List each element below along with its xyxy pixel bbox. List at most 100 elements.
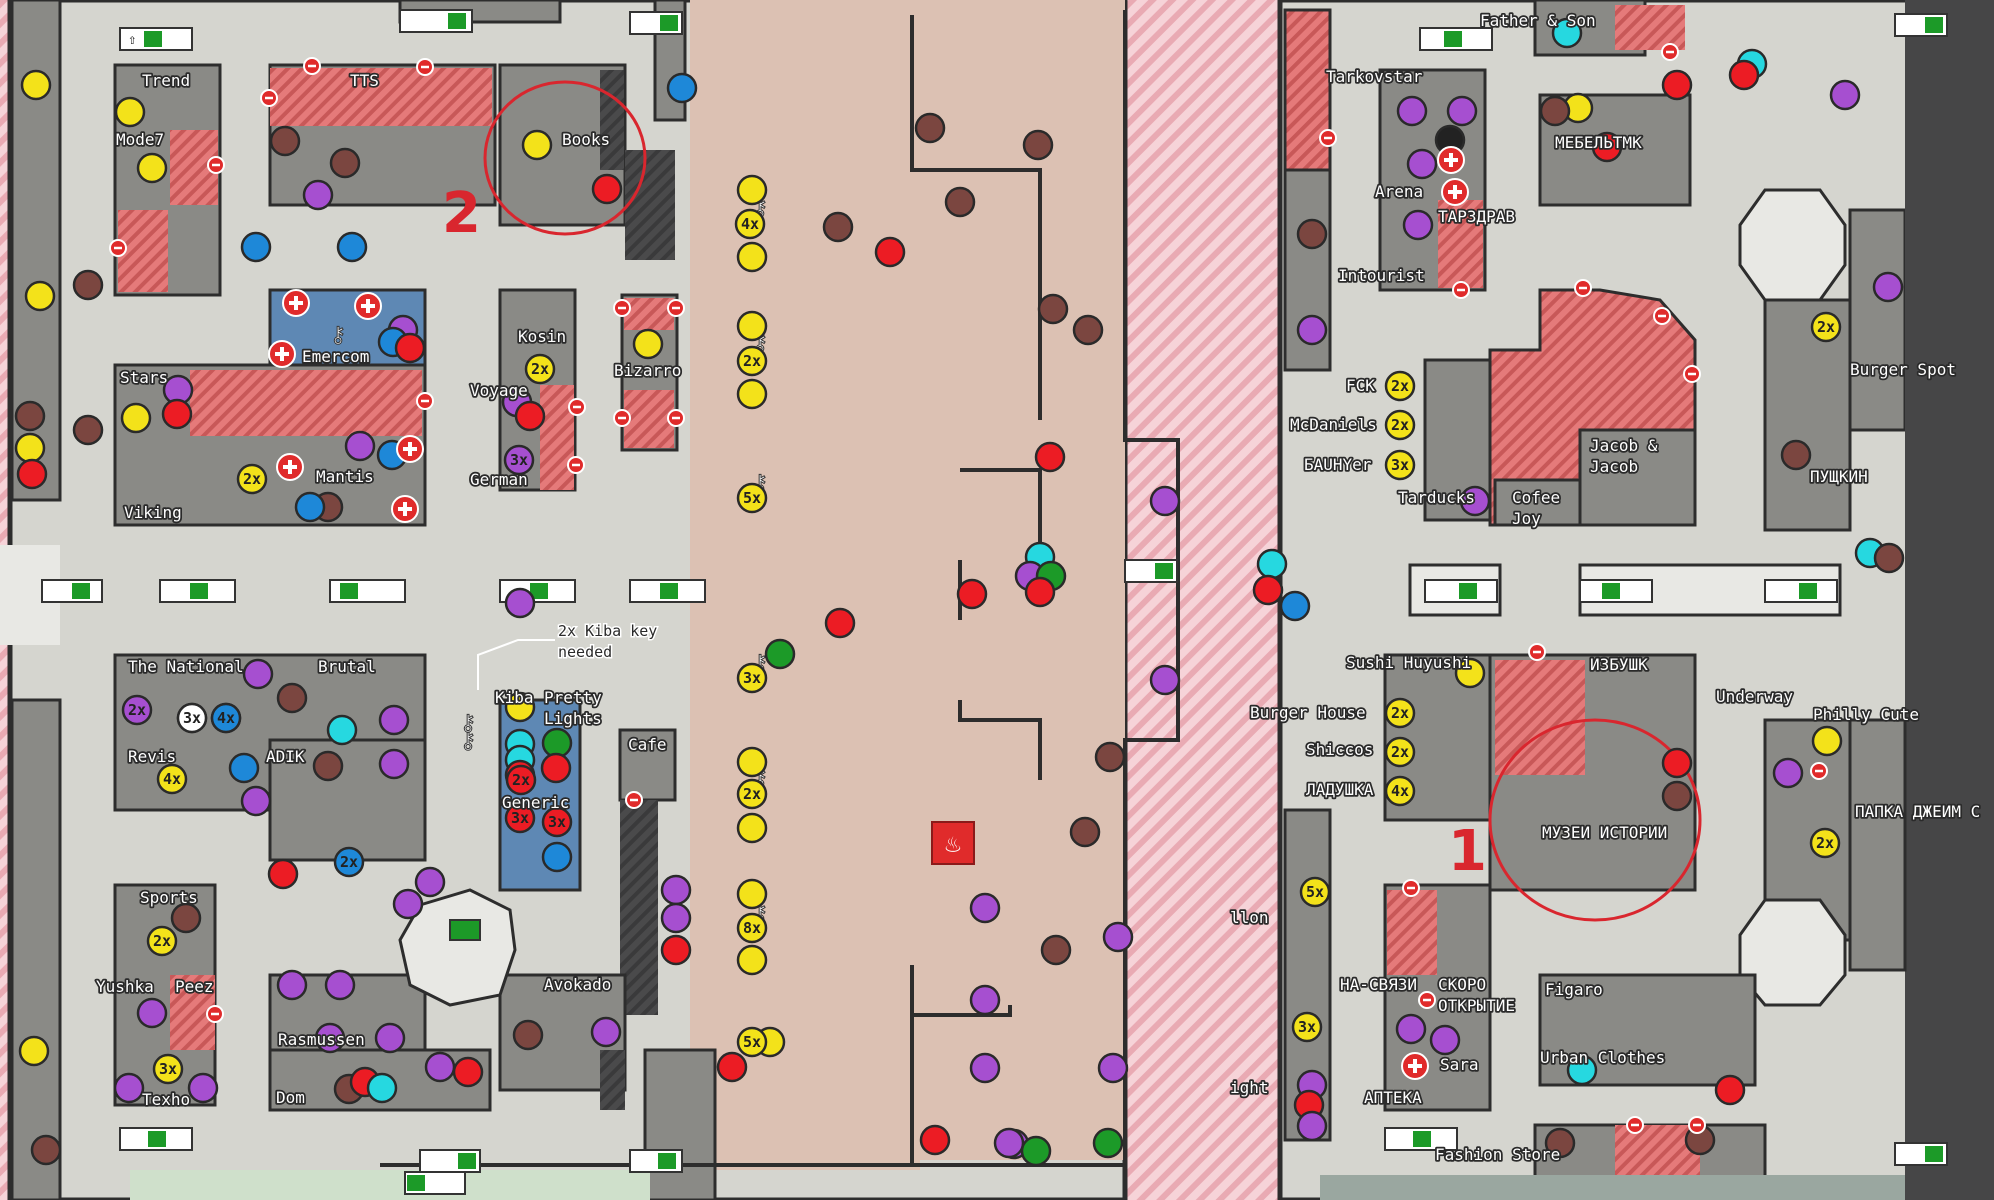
loot-marker-brown[interactable] [1780,439,1812,471]
loot-marker-purple[interactable] [392,888,424,920]
loot-marker-purple[interactable] [1149,664,1181,696]
loot-marker-yellow[interactable] [1454,657,1486,689]
loot-marker-blue[interactable] [240,231,272,263]
loot-marker-purple[interactable] [424,1051,456,1083]
loot-marker-red[interactable] [1661,747,1693,779]
loot-marker-red[interactable] [591,173,623,205]
loot-marker-brown[interactable] [72,414,104,446]
loot-marker-brown[interactable] [276,682,308,714]
loot-marker-purple[interactable] [660,874,692,906]
loot-marker-brown[interactable] [1072,314,1104,346]
loot-marker-purple[interactable] [969,1052,1001,1084]
loot-marker-cyan[interactable] [366,1072,398,1104]
loot-marker-purple[interactable] [1402,209,1434,241]
loot-marker-purple[interactable] [1102,921,1134,953]
loot-marker-red[interactable] [660,934,692,966]
loot-marker-cyan[interactable] [326,714,358,746]
loot-marker-purple[interactable] [1395,1013,1427,1045]
loot-marker-brown[interactable] [914,112,946,144]
loot-marker-yellow[interactable] [504,691,536,723]
loot-marker-purple[interactable] [1296,314,1328,346]
loot-marker-brown[interactable] [1022,129,1054,161]
loot-marker-purple[interactable] [969,984,1001,1016]
loot-marker-red[interactable] [267,858,299,890]
loot-marker-green[interactable] [764,638,796,670]
loot-marker-purple[interactable] [1406,148,1438,180]
loot-marker-brown[interactable] [312,750,344,782]
loot-marker-purple[interactable] [1772,757,1804,789]
loot-marker-red[interactable] [394,332,426,364]
loot-marker-yellow[interactable] [736,878,768,910]
loot-marker-yellow[interactable] [736,378,768,410]
loot-marker-red[interactable] [1661,69,1693,101]
loot-marker-blue[interactable] [336,231,368,263]
loot-marker-blue[interactable] [1279,590,1311,622]
loot-marker-yellow[interactable] [114,96,146,128]
loot-marker-brown[interactable] [1296,218,1328,250]
loot-marker-yellow[interactable] [521,129,553,161]
loot-marker-purple[interactable] [240,785,272,817]
loot-marker-yellow[interactable] [24,280,56,312]
loot-marker-cyan[interactable] [1566,1054,1598,1086]
loot-marker-yellow[interactable] [736,174,768,206]
loot-marker-brown[interactable] [1037,293,1069,325]
loot-marker-yellow[interactable] [14,432,46,464]
loot-marker-brown[interactable] [72,269,104,301]
loot-marker-red[interactable] [716,1051,748,1083]
loot-marker-brown[interactable] [269,125,301,157]
loot-marker-brown[interactable] [512,1019,544,1051]
loot-marker-brown[interactable] [1040,934,1072,966]
loot-marker-purple[interactable] [1829,79,1861,111]
loot-marker-brown[interactable] [944,186,976,218]
loot-marker-purple[interactable] [378,704,410,736]
loot-marker-green[interactable] [1092,1127,1124,1159]
loot-marker-red[interactable] [1728,59,1760,91]
loot-marker-yellow[interactable] [736,241,768,273]
loot-marker-yellow[interactable] [736,746,768,778]
loot-marker-brown[interactable] [1069,816,1101,848]
loot-marker-yellow[interactable] [632,328,664,360]
loot-marker-purple[interactable] [314,1022,346,1054]
loot-marker-purple[interactable] [136,997,168,1029]
loot-marker-purple[interactable] [242,658,274,690]
loot-marker-blue[interactable] [666,72,698,104]
loot-marker-blue[interactable] [294,491,326,523]
loot-marker-purple[interactable] [378,748,410,780]
loot-marker-brown[interactable] [1661,780,1693,812]
loot-marker-blue[interactable] [541,841,573,873]
loot-marker-cyan[interactable] [1551,17,1583,49]
loot-marker-brown[interactable] [329,147,361,179]
loot-marker-purple[interactable] [414,866,446,898]
loot-marker-purple[interactable] [1149,485,1181,517]
loot-marker-brown[interactable] [1873,542,1905,574]
loot-marker-red[interactable] [1034,441,1066,473]
loot-marker-red[interactable] [956,578,988,610]
loot-marker-red[interactable] [919,1124,951,1156]
loot-marker-red[interactable] [874,236,906,268]
loot-marker-purple[interactable] [993,1127,1025,1159]
loot-marker-brown[interactable] [822,211,854,243]
loot-marker-red[interactable] [1591,131,1623,163]
loot-marker-purple[interactable] [324,969,356,1001]
loot-marker-purple[interactable] [1459,485,1491,517]
loot-marker-red[interactable] [1252,574,1284,606]
loot-marker-red[interactable] [540,752,572,784]
loot-marker-brown[interactable] [14,400,46,432]
loot-marker-yellow[interactable] [736,310,768,342]
loot-marker-purple[interactable] [590,1016,622,1048]
loot-marker-purple[interactable] [344,430,376,462]
loot-marker-brown[interactable] [1539,95,1571,127]
loot-marker-purple[interactable] [504,587,536,619]
loot-marker-yellow[interactable] [136,152,168,184]
loot-marker-brown[interactable] [1544,1127,1576,1159]
loot-marker-yellow[interactable] [736,944,768,976]
loot-marker-cyan[interactable] [1256,548,1288,580]
loot-marker-red[interactable] [1024,576,1056,608]
loot-marker-green[interactable] [1020,1135,1052,1167]
loot-marker-yellow[interactable] [736,812,768,844]
loot-marker-purple[interactable] [374,1022,406,1054]
loot-marker-yellow[interactable] [1811,725,1843,757]
loot-marker-purple[interactable] [1872,271,1904,303]
loot-marker-yellow[interactable] [18,1035,50,1067]
loot-marker-red[interactable] [824,607,856,639]
